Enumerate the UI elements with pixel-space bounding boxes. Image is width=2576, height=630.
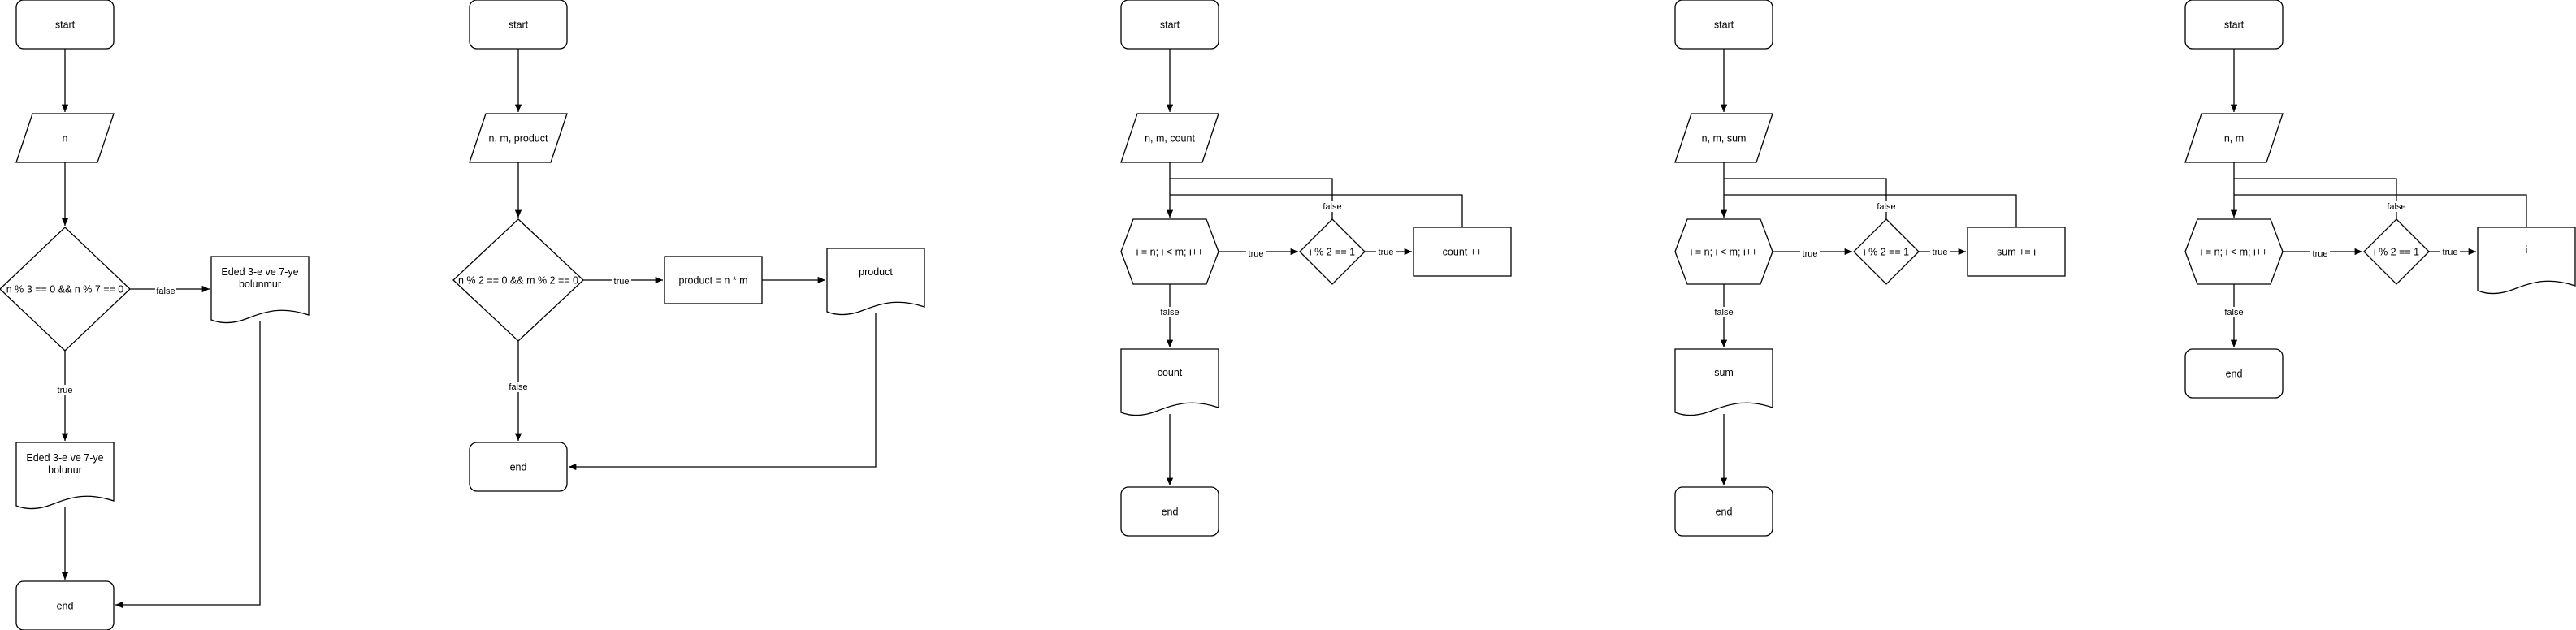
input-label: n, m, product [489,133,548,145]
loop-label: i = n; i < m; i++ [1136,247,1204,258]
edge-label-true: true [58,386,73,395]
end-label: end [1716,507,1733,518]
edge-label-loop-true: true [1249,249,1264,259]
end-label: end [1162,507,1179,518]
input-node [2184,113,2284,163]
flowchart-2: start n, m, product n % 2 == 0 && m % 2 … [452,0,925,492]
end-label: end [2226,369,2243,380]
end-node [15,580,115,630]
process-node [664,256,763,304]
process-label: count ++ [1443,247,1483,258]
output-node [826,248,925,316]
process-node [1967,227,2066,277]
flowchart-5: start n, m i = n; i < m; i++ i % 2 == 1 … [2184,0,2576,399]
edge-condition-false-back [2234,178,2397,219]
condition-node [1299,218,1366,285]
edge-label-loop-false: false [2224,308,2243,317]
start-label: start [1714,19,1734,31]
loop-node [1120,218,1219,285]
edge-label-loop-true: true [1803,249,1818,259]
edge-output-to-end [569,313,877,471]
edge-label-true: true [614,277,630,287]
input-label: n [63,133,68,145]
condition-label: i % 2 == 1 [2374,247,2419,258]
edge-label-loop-true: true [2313,249,2328,259]
condition-label: n % 2 == 0 && m % 2 == 0 [458,275,578,287]
edge-label-condition-true: true [1379,248,1394,257]
output-node [1674,348,1773,416]
edge-label-condition-true: true [2443,248,2458,257]
edge-false-output-to-end [115,321,261,609]
input-node [469,113,568,163]
start-label: start [2224,19,2245,31]
loop-node [1674,218,1773,285]
end-node [1674,486,1773,537]
input-node [1120,113,1219,163]
output-label: i [2526,244,2528,256]
input-label: n, m, sum [1702,133,1747,145]
start-node [1674,0,1773,50]
condition-node [452,218,584,342]
input-label: n, m, count [1145,133,1195,145]
end-node [469,442,568,492]
input-label: n, m [2224,133,2244,145]
start-label: start [1160,19,1180,31]
output-node [2477,227,2576,295]
output-label: product [859,266,893,278]
edge-label-loop-false: false [1714,308,1733,317]
condition-label: i % 2 == 1 [1310,247,1355,258]
condition-label: i % 2 == 1 [1864,247,1909,258]
output-label: count [1158,367,1183,378]
output-true-node [15,442,115,510]
condition-node [2363,218,2430,285]
edge-label-loop-false: false [1160,308,1179,317]
edge-label-condition-false: false [2387,202,2405,212]
edge-condition-false-back [1724,178,1887,219]
start-node [1120,0,1219,50]
flowchart-1: start n n % 3 == 0 && n % 7 == 0 Eded 3-… [0,0,310,630]
loop-label: i = n; i < m; i++ [2201,247,2268,258]
flowchart-3: start n, m, count i = n; i < m; i++ i % … [1120,0,1512,537]
loop-label: i = n; i < m; i++ [1691,247,1758,258]
edge-condition-false-back [1170,178,1333,219]
start-node [469,0,568,50]
output-false-line-1: Eded 3-e ve 7-ye [221,266,298,278]
input-node [15,113,115,163]
output-label: sum [1714,367,1734,378]
condition-node [1853,218,1920,285]
end-node [2184,348,2284,399]
process-label: product = n * m [678,275,747,287]
output-node [1120,348,1219,416]
output-false-line-2: bolunmur [239,278,281,290]
end-label: end [510,462,527,473]
edge-process-back-to-loop [1724,194,2017,227]
process-node [1413,227,1512,277]
start-node [2184,0,2284,50]
edge-label-condition-false: false [1877,202,1895,212]
process-label: sum += i [1997,247,2036,258]
output-true-line-1: Eded 3-e ve 7-ye [26,452,103,464]
edge-label-false: false [509,382,527,392]
edge-output-back-to-loop [2234,194,2527,227]
input-node [1674,113,1773,163]
condition-label: n % 3 == 0 && n % 7 == 0 [6,284,124,296]
edge-label-condition-false: false [1323,202,1341,212]
edge-label-false: false [156,287,175,296]
loop-node [2184,218,2284,285]
edge-label-condition-true: true [1933,248,1948,257]
start-label: start [509,19,529,31]
output-false-node [210,256,310,324]
flowchart-4: start n, m, sum i = n; i < m; i++ i % 2 … [1674,0,2066,537]
start-label: start [55,19,76,31]
output-true-line-2: bolunur [48,464,82,476]
end-label: end [57,601,74,612]
start-node [15,0,115,50]
edge-process-back-to-loop [1170,194,1463,227]
end-node [1120,486,1219,537]
condition-node [0,227,131,352]
